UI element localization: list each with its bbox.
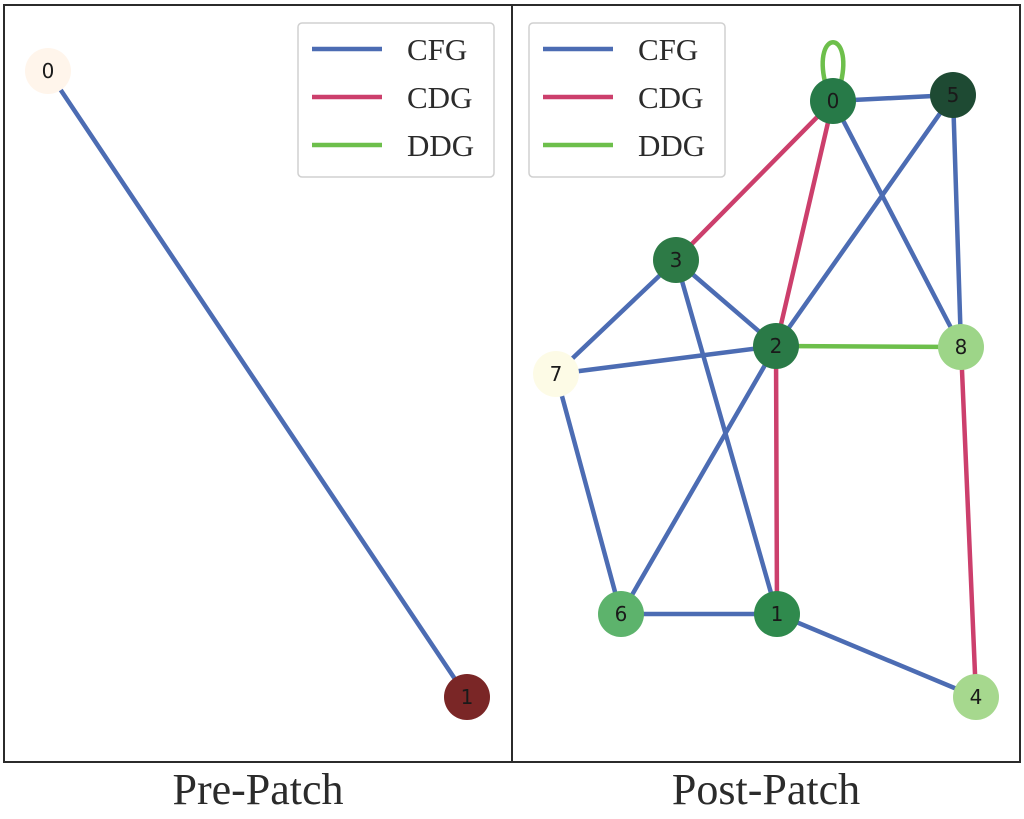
edge-cdg-0-2 bbox=[773, 98, 836, 349]
graph-node-2: 2 bbox=[753, 323, 799, 369]
legend-label-ddg: DDG bbox=[407, 128, 474, 163]
legend-label-ddg: DDG bbox=[638, 128, 705, 163]
edge-cdg-2-1 bbox=[773, 343, 780, 617]
edge-cfg-0-8 bbox=[830, 98, 964, 350]
graph-node-0-label: 0 bbox=[42, 59, 55, 83]
graph-node-3: 3 bbox=[653, 237, 699, 283]
pre-patch-nodes: 01 bbox=[25, 48, 490, 720]
legend-label-cdg: CDG bbox=[407, 80, 472, 115]
graph-node-1-label: 1 bbox=[771, 602, 784, 626]
graph-node-0-circle bbox=[25, 48, 71, 94]
graph-node-6-circle bbox=[598, 591, 644, 637]
legend-label-cfg: CFG bbox=[638, 32, 698, 67]
edge-ddg-0-0-self-loop bbox=[820, 40, 846, 85]
legend-label-cfg: CFG bbox=[407, 32, 467, 67]
graph-node-3-circle bbox=[653, 237, 699, 283]
graph-node-1-label: 1 bbox=[461, 685, 474, 709]
edge-cfg-0-1 bbox=[45, 68, 470, 700]
graph-node-2-circle bbox=[753, 323, 799, 369]
legend-box bbox=[528, 22, 726, 178]
graph-node-1-circle bbox=[754, 591, 800, 637]
edge-cfg-1-4 bbox=[774, 611, 979, 700]
graph-node-4: 4 bbox=[953, 674, 999, 720]
graph-node-7: 7 bbox=[533, 351, 579, 397]
graph-node-3-label: 3 bbox=[670, 248, 683, 272]
pre-patch-caption: Pre-Patch bbox=[172, 765, 344, 814]
graph-node-4-circle bbox=[953, 674, 999, 720]
graph-node-0-circle bbox=[810, 78, 856, 124]
graph-node-2-label: 2 bbox=[770, 334, 783, 358]
edge-cfg-7-2 bbox=[553, 343, 779, 377]
edge-ddg-2-8 bbox=[773, 343, 964, 350]
graph-node-5-label: 5 bbox=[947, 83, 960, 107]
graph-node-8-label: 8 bbox=[955, 335, 968, 359]
post-patch-legend: CFG CDG DDG bbox=[528, 22, 726, 178]
graph-node-5: 5 bbox=[930, 72, 976, 118]
post-patch-panel: 0 1 2 3 4 5 6 7 8 CFG CDG DDG bbox=[511, 4, 1021, 763]
edge-cfg-3-7 bbox=[553, 257, 679, 377]
legend-label-cdg: CDG bbox=[638, 80, 703, 115]
graph-node-6-label: 6 bbox=[615, 602, 628, 626]
edge-cdg-0-3 bbox=[673, 98, 836, 263]
post-patch-caption: Post-Patch bbox=[671, 765, 861, 814]
graph-node-5-circle bbox=[930, 72, 976, 118]
edge-cfg-5-2 bbox=[773, 92, 956, 349]
graph-node-1-circle bbox=[444, 674, 490, 720]
graph-node-4-label: 4 bbox=[970, 685, 983, 709]
graph-node-0-label: 0 bbox=[827, 89, 840, 113]
graph-node-8-circle bbox=[938, 324, 984, 370]
edge-cfg-3-1 bbox=[673, 257, 780, 617]
graph-node-0: 0 bbox=[25, 48, 71, 94]
edge-cfg-5-8 bbox=[950, 92, 964, 350]
graph-node-6: 6 bbox=[598, 591, 644, 637]
graph-node-1: 1 bbox=[444, 674, 490, 720]
edge-cfg-2-6 bbox=[618, 343, 779, 617]
edge-cfg-7-6 bbox=[553, 371, 624, 617]
post-patch-nodes: 0 1 2 3 4 5 6 7 8 bbox=[533, 72, 999, 720]
graph-node-7-circle bbox=[533, 351, 579, 397]
pre-patch-edges bbox=[45, 68, 470, 700]
pre-patch-legend: CFG CDG DDG bbox=[297, 22, 495, 178]
graph-node-7-label: 7 bbox=[550, 362, 563, 386]
legend-box bbox=[297, 22, 495, 178]
edge-cdg-8-4 bbox=[958, 344, 979, 700]
graph-node-0: 0 bbox=[810, 78, 856, 124]
graph-node-8: 8 bbox=[938, 324, 984, 370]
graph-node-1: 1 bbox=[754, 591, 800, 637]
